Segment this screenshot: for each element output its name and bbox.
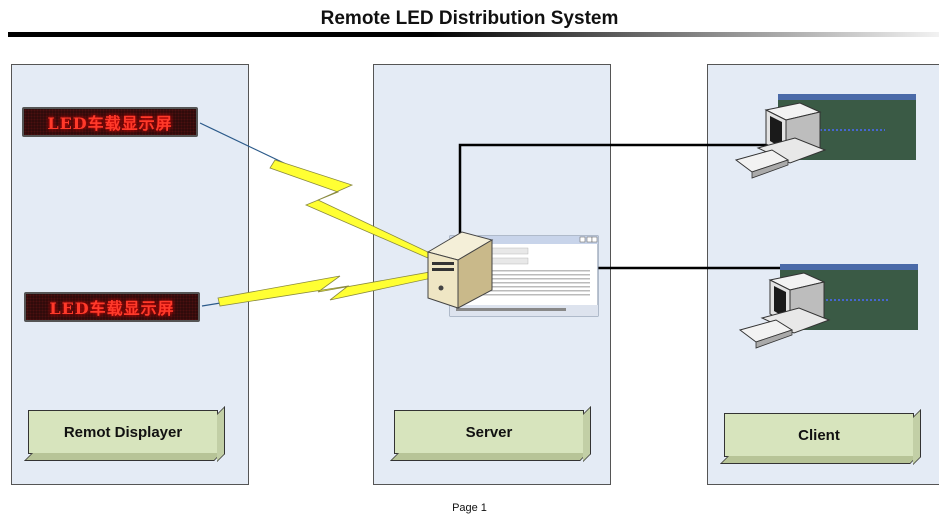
- wireless-bolt-1: [269, 159, 433, 259]
- remote-displayer-label-text: Remot Displayer: [63, 423, 183, 441]
- client-label: Client: [724, 413, 914, 457]
- client-2-computer-icon: [738, 272, 831, 349]
- title-rule: [8, 32, 939, 37]
- server-label-text: Server: [465, 423, 513, 441]
- led-display-2: LED车载显示屏: [24, 292, 200, 322]
- remote-displayer-label: Remot Displayer: [28, 410, 218, 454]
- wireless-bolt-2: [217, 271, 433, 307]
- client-label-text: Client: [798, 426, 840, 444]
- server-icon: [426, 231, 494, 309]
- diagram-title: Remote LED Distribution System: [320, 8, 619, 29]
- page-number: Page 1: [452, 502, 487, 514]
- led-display-1: LED车载显示屏: [22, 107, 198, 137]
- client-1-computer-icon: [734, 102, 827, 179]
- server-label: Server: [394, 410, 584, 454]
- wire-client-1: [458, 143, 775, 236]
